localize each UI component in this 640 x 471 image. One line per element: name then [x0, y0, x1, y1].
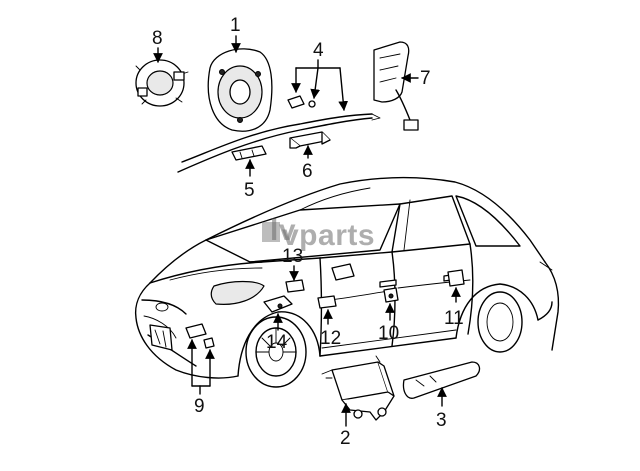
part-knee-airbag[interactable] [402, 361, 481, 399]
callout-5: 5 [244, 180, 255, 201]
part-curtain-airbag[interactable] [177, 95, 381, 173]
part-door-sensor[interactable] [317, 295, 337, 309]
callouts: 1 8 4 7 6 5 13 14 12 10 11 [152, 15, 464, 449]
rear-wheel [455, 283, 539, 353]
part-passenger-airbag[interactable] [321, 355, 395, 421]
part-front-sensor[interactable] [285, 279, 305, 293]
callout-4-arrow-c [338, 67, 349, 111]
callout-13: 13 [282, 246, 303, 267]
part-spiral-cable[interactable] [135, 59, 189, 107]
part-front-module[interactable] [263, 295, 293, 313]
part-door-switch[interactable] [383, 287, 399, 303]
watermark-text: vparts [282, 219, 375, 252]
watermark: lv vparts [262, 214, 375, 252]
callout-11: 11 [444, 308, 464, 329]
callout-9: 9 [194, 396, 205, 417]
part-bumper-sensors[interactable] [185, 323, 215, 349]
part-sensor-bracket[interactable] [289, 131, 331, 149]
callout-4: 4 [313, 40, 324, 61]
vehicle-outline [134, 177, 560, 388]
callout-1: 1 [230, 15, 241, 36]
callout-10: 10 [378, 323, 399, 344]
part-steering-airbag[interactable] [207, 48, 273, 132]
callout-8: 8 [152, 28, 163, 49]
callout-2: 2 [340, 428, 351, 449]
part-seat-airbag[interactable] [373, 41, 419, 131]
part-rear-sensor[interactable] [447, 269, 465, 287]
watermark-mark: lv [270, 214, 296, 247]
part-sensor-bar[interactable] [231, 145, 267, 161]
callout-12: 12 [320, 328, 341, 349]
callout-6: 6 [302, 161, 313, 182]
callout-14: 14 [266, 332, 288, 353]
callout-4-arrow-b [310, 67, 321, 99]
callout-7: 7 [420, 68, 431, 89]
callout-3: 3 [436, 410, 447, 431]
